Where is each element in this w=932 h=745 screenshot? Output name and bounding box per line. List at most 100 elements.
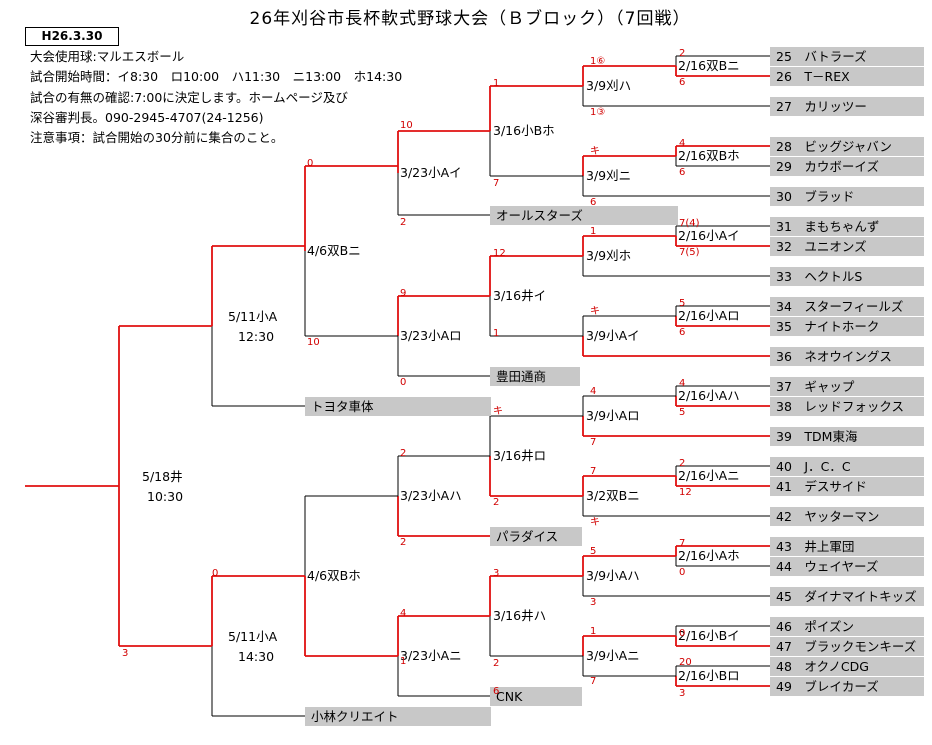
match-label: 3/16井ハ bbox=[493, 608, 547, 623]
team-box: 37 ギャップ bbox=[770, 377, 924, 396]
match-label: 2/16小Aイ bbox=[678, 228, 740, 243]
score-mark: 0 bbox=[307, 158, 314, 169]
team-box: 48 オクノCDG bbox=[770, 657, 924, 676]
score-mark: 4 bbox=[400, 608, 407, 619]
score-mark: 12 bbox=[493, 248, 506, 259]
score-mark: 12 bbox=[679, 487, 692, 498]
score-mark: 2 bbox=[400, 217, 407, 228]
score-mark: キ bbox=[590, 517, 600, 528]
score-mark: 6 bbox=[493, 686, 500, 697]
team-box: 35 ナイトホーク bbox=[770, 317, 924, 336]
match-label: 3/9小Aニ bbox=[586, 648, 640, 663]
match-label: 3/9小Aイ bbox=[586, 328, 640, 343]
match-label: 14:30 bbox=[238, 649, 275, 664]
team-box: 33 ヘクトルS bbox=[770, 267, 924, 286]
score-mark: 2 bbox=[679, 48, 686, 59]
page-title: 26年刈谷市長杯軟式野球大会（Ｂブロック）（7回戦） bbox=[249, 9, 691, 29]
score-mark: キ bbox=[590, 146, 600, 157]
match-label: 5/18井 bbox=[142, 469, 183, 484]
score-mark: 1 bbox=[400, 656, 407, 667]
match-label: 3/9小Aハ bbox=[586, 568, 640, 583]
match-label: 2/16小Bロ bbox=[678, 668, 740, 683]
team-box: 47 ブラックモンキーズ bbox=[770, 637, 924, 656]
score-mark: 2 bbox=[400, 448, 407, 459]
team-box: CNK bbox=[490, 687, 582, 706]
match-label: 2/16双Bニ bbox=[678, 58, 740, 73]
score-mark: 7 bbox=[679, 538, 686, 549]
match-label: 2/16小Aニ bbox=[678, 468, 740, 483]
score-mark: 9 bbox=[400, 288, 407, 299]
score-mark: 2 bbox=[493, 497, 500, 508]
score-mark: キ bbox=[590, 306, 600, 317]
info-line: 試合開始時間：イ8:30 ロ10:00 ハ11:30 ニ13:00 ホ14:30 bbox=[30, 69, 403, 84]
match-label: 3/16井イ bbox=[493, 288, 547, 303]
team-box: 41 デスサイド bbox=[770, 477, 924, 496]
info-line: 大会使用球:マルエスボール bbox=[30, 49, 185, 64]
team-box: パラダイス bbox=[490, 527, 582, 546]
info-line: 試合の有無の確認:7:00に決定します。ホームページ及び bbox=[30, 90, 348, 105]
team-box: 43 井上軍団 bbox=[770, 537, 924, 556]
team-box: 40 J．C．C bbox=[770, 457, 924, 476]
team-box: 25 バトラーズ bbox=[770, 47, 924, 66]
team-box: 30 ブラッド bbox=[770, 187, 924, 206]
score-mark: 2 bbox=[493, 658, 500, 669]
score-mark: 3 bbox=[493, 568, 500, 579]
team-box: トヨタ車体 bbox=[305, 397, 491, 416]
score-mark: 7 bbox=[590, 437, 597, 448]
score-mark: 0 bbox=[400, 377, 407, 388]
match-label: 2/16小Aロ bbox=[678, 308, 740, 323]
score-mark: 7 bbox=[590, 466, 597, 477]
team-box: 38 レッドフォックス bbox=[770, 397, 924, 416]
team-box: 34 スターフィールズ bbox=[770, 297, 924, 316]
match-label: 3/16小Bホ bbox=[493, 123, 555, 138]
team-box: 29 カウボーイズ bbox=[770, 157, 924, 176]
match-label: 2/16小Bイ bbox=[678, 628, 740, 643]
match-label: 3/23小Aニ bbox=[400, 648, 462, 663]
score-mark: 10 bbox=[307, 337, 320, 348]
team-box: 42 ヤッターマン bbox=[770, 507, 924, 526]
score-mark: 0 bbox=[679, 567, 686, 578]
score-mark: 0 bbox=[679, 628, 686, 639]
score-mark: 4 bbox=[679, 138, 686, 149]
match-label: 10:30 bbox=[147, 489, 184, 504]
team-box: 36 ネオウイングス bbox=[770, 347, 924, 366]
match-label: 5/11小A bbox=[228, 309, 278, 324]
score-mark: 20 bbox=[679, 657, 692, 668]
match-label: 3/16井ロ bbox=[493, 448, 547, 463]
score-mark: 1③ bbox=[590, 107, 606, 118]
score-mark: 6 bbox=[679, 327, 686, 338]
score-mark: 4 bbox=[679, 378, 686, 389]
team-box: 豊田通商 bbox=[490, 367, 580, 386]
score-mark: 6 bbox=[679, 167, 686, 178]
match-label: 5/11小A bbox=[228, 629, 278, 644]
score-mark: 10 bbox=[400, 120, 413, 131]
score-mark: 3 bbox=[679, 688, 686, 699]
score-mark: 5 bbox=[679, 407, 686, 418]
match-label: 3/9刈ハ bbox=[586, 78, 632, 93]
match-label: 2/16小Aハ bbox=[678, 388, 740, 403]
info-line: 深谷審判長。090-2945-4707(24-1256) bbox=[30, 110, 264, 125]
score-mark: 7(4) bbox=[679, 218, 700, 229]
team-box: 44 ウェイヤーズ bbox=[770, 557, 924, 576]
score-mark: 6 bbox=[679, 77, 686, 88]
team-box: 32 ユニオンズ bbox=[770, 237, 924, 256]
score-mark: 1 bbox=[590, 626, 597, 637]
team-box: オールスターズ bbox=[490, 206, 678, 225]
team-box: 49 ブレイカーズ bbox=[770, 677, 924, 696]
score-mark: 2 bbox=[679, 458, 686, 469]
team-box: 27 カリッツー bbox=[770, 97, 924, 116]
score-mark: 7 bbox=[590, 676, 597, 687]
score-mark: 7 bbox=[493, 178, 500, 189]
match-label: 2/16双Bホ bbox=[678, 148, 740, 163]
team-box: 31 まもちゃんず bbox=[770, 217, 924, 236]
score-mark: 2 bbox=[400, 537, 407, 548]
match-label: 3/23小Aハ bbox=[400, 488, 462, 503]
match-label: 12:30 bbox=[238, 329, 275, 344]
team-box: 小林クリエイト bbox=[305, 707, 491, 726]
score-mark: キ bbox=[493, 406, 503, 417]
score-mark: 3 bbox=[122, 648, 129, 659]
team-box: 26 T－REX bbox=[770, 67, 924, 86]
match-label: 3/23小Aイ bbox=[400, 165, 462, 180]
